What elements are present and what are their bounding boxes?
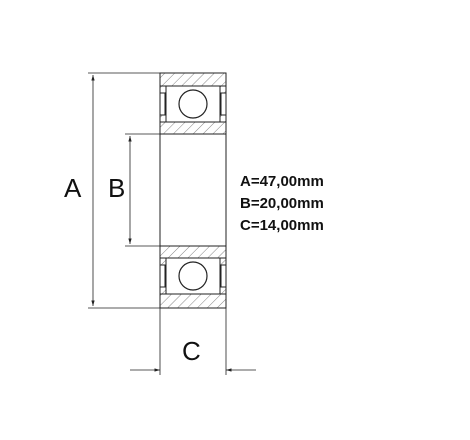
spec-b: B=20,00mm [240, 195, 324, 212]
lower-ball [178, 261, 208, 291]
label-c: C [182, 336, 201, 366]
dimension-a [88, 72, 160, 309]
lower-ring-section [159, 245, 227, 309]
dimension-b [125, 133, 160, 247]
upper-ball [178, 89, 208, 119]
dimension-specs: A=47,00mm B=20,00mm C=14,00mm [240, 171, 324, 237]
spec-c: C=14,00mm [240, 217, 324, 234]
label-b: B [108, 173, 125, 203]
label-a: A [64, 173, 82, 203]
spec-a: A=47,00mm [240, 173, 324, 190]
dimension-c [130, 308, 256, 375]
upper-ring-section [159, 72, 227, 135]
